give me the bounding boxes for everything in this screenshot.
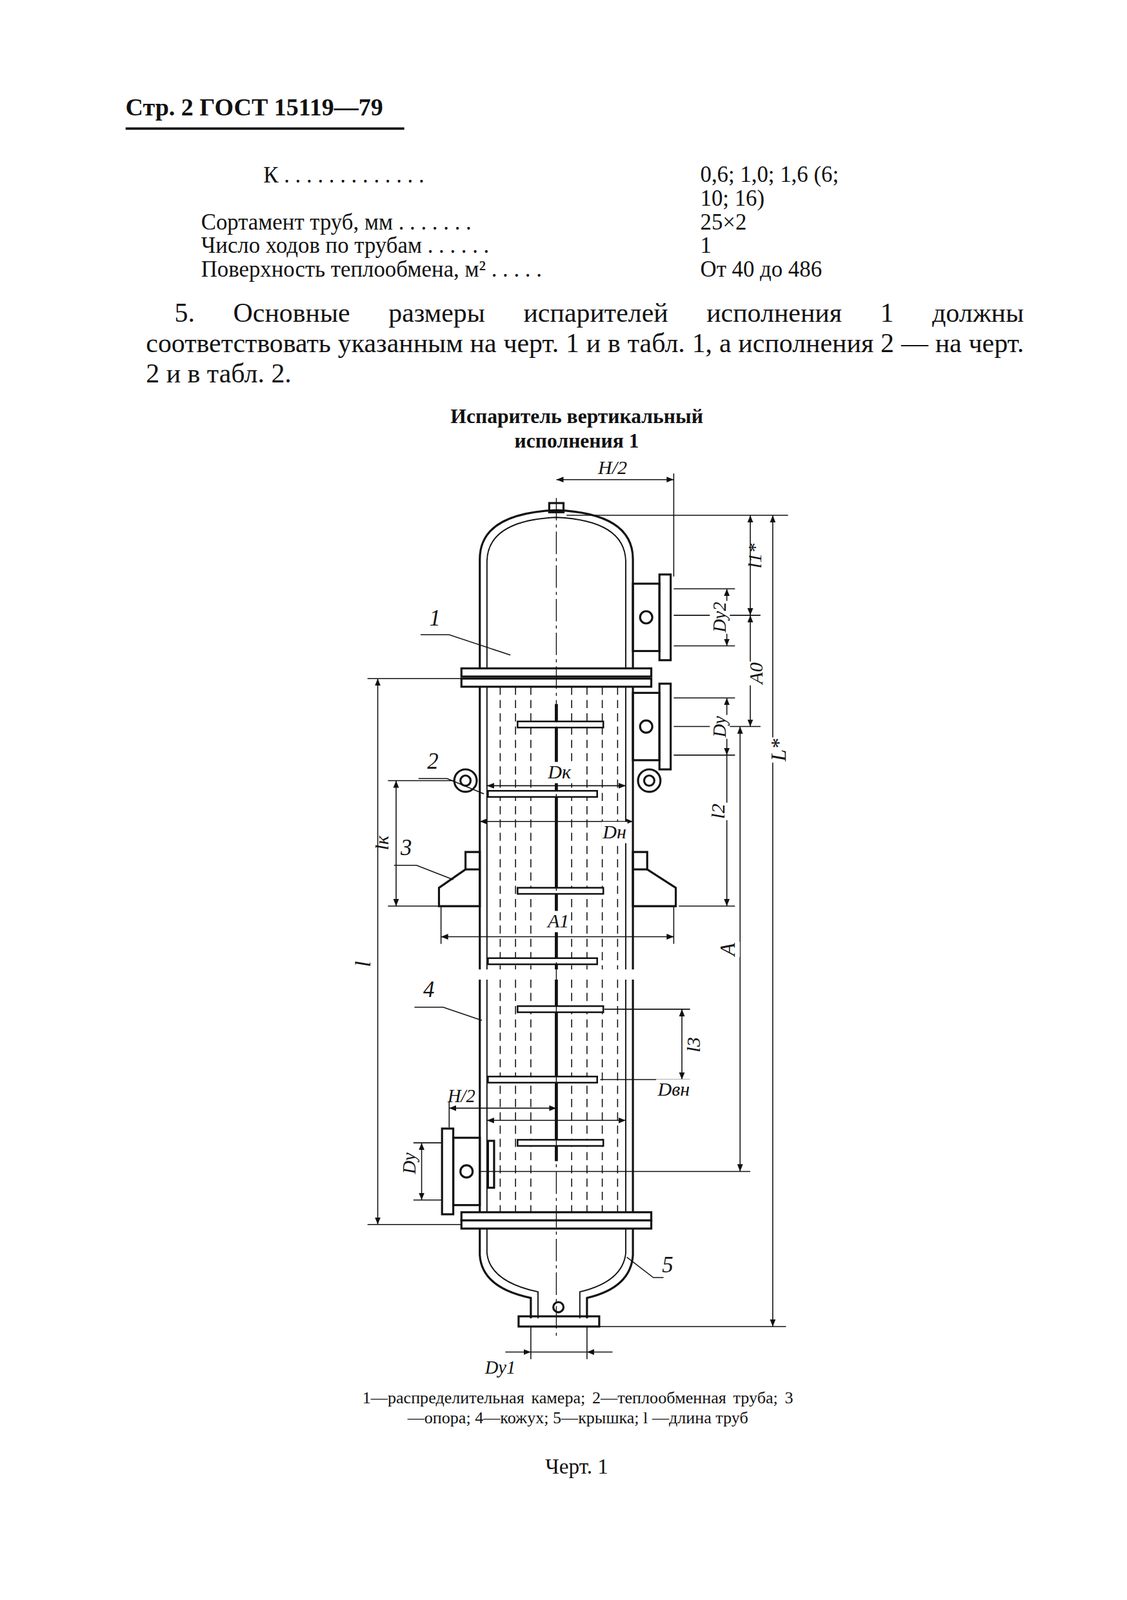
parts-key: 1—распределительная камера; 2—теплообмен… <box>362 1388 794 1429</box>
dimension-label: Dвн <box>656 1079 692 1101</box>
callout-number: 5 <box>661 1253 673 1278</box>
dimension-label: l <box>351 961 376 968</box>
dimension-label: A0 <box>745 661 768 686</box>
dimension-lines <box>367 473 789 1360</box>
spec-name: Число ходов по трубам . . . . . . <box>201 233 490 259</box>
baffles <box>487 704 604 1162</box>
body-paragraph: 5. Основные размеры испарителей исполнен… <box>145 298 1024 389</box>
spec-value: От 40 до 486 <box>700 257 823 282</box>
callout-number: 2 <box>427 748 439 774</box>
spec-name: К . . . . . . . . . . . . . <box>263 163 424 188</box>
dimension-label: Dу1 <box>485 1357 516 1378</box>
figure-title: Испаритель вертикальный исполнения 1 <box>408 404 746 454</box>
dimension-label: Dу <box>399 1152 420 1175</box>
dimension-label: l1* <box>744 543 766 569</box>
spec-value: 25×2 <box>700 210 748 235</box>
spec-value: 0,6; 1,0; 1,6 (6; 10; 16) <box>700 163 854 211</box>
vessel <box>438 503 676 1327</box>
dimension-label: l2 <box>707 802 729 820</box>
callout-leaders <box>394 634 664 1278</box>
dimension-label: lк <box>372 836 394 851</box>
callout-number: 1 <box>428 606 440 631</box>
page-header: Стр. 2 ГОСТ 15119—79 <box>125 94 384 122</box>
dimension-label: A <box>716 941 740 958</box>
figure-caption: Черт. 1 <box>545 1455 609 1480</box>
dimension-label: l3 <box>683 1036 706 1055</box>
spec-value: 1 <box>700 233 712 259</box>
dimension-label: Dк <box>546 761 573 784</box>
dimension-label: H/2 <box>598 458 628 480</box>
dimension-label: Dу <box>709 714 730 739</box>
spec-name: Сортамент труб, мм . . . . . . . <box>201 210 472 235</box>
header-rule <box>125 127 405 130</box>
callout-number: 4 <box>423 977 435 1003</box>
dimension-label: L* <box>767 738 791 764</box>
callout-number: 3 <box>400 836 412 861</box>
dimension-label: H/2 <box>447 1086 476 1107</box>
spec-name: Поверхность теплообмена, м² . . . . . <box>201 257 542 282</box>
dimension-label: A1 <box>546 910 571 933</box>
tube-bundle <box>499 687 618 1213</box>
dimension-label: Dн <box>601 822 628 844</box>
dimension-label: Dу2 <box>709 601 730 635</box>
